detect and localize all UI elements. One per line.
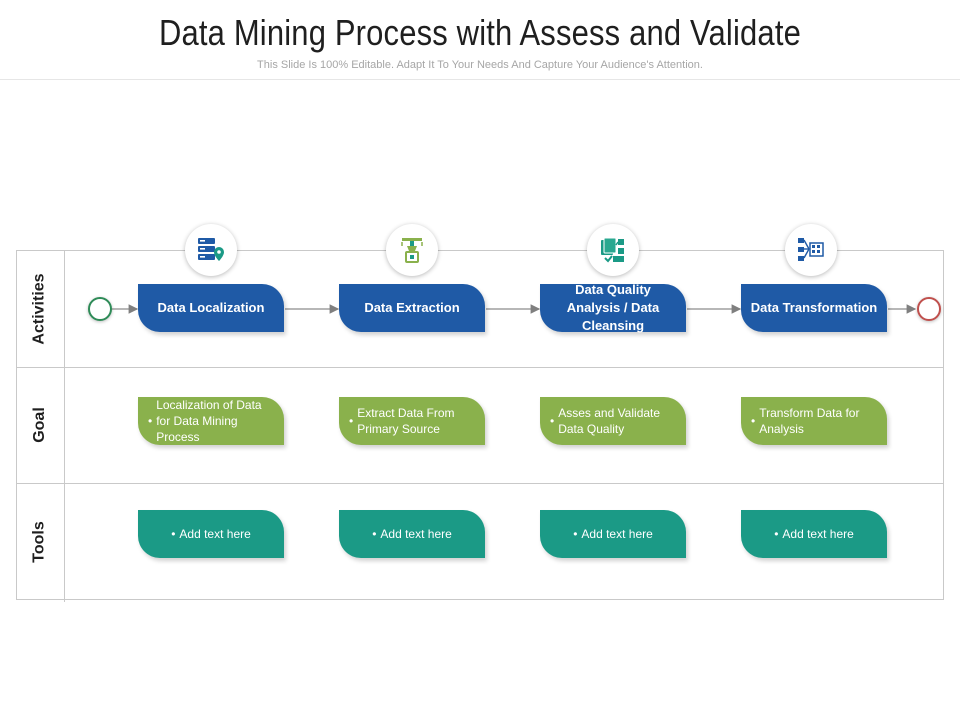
label-column-divider <box>64 250 65 602</box>
goal-box: •Localization of Data for Data Mining Pr… <box>138 397 284 445</box>
tool-box: •Add text here <box>138 510 284 558</box>
tool-box: •Add text here <box>741 510 887 558</box>
quality-analysis-icon <box>587 224 639 276</box>
goal-box: •Transform Data for Analysis <box>741 397 887 445</box>
row-divider <box>16 367 944 368</box>
data-transformation-icon <box>785 224 837 276</box>
tool-box: •Add text here <box>540 510 686 558</box>
goal-box: •Asses and Validate Data Quality <box>540 397 686 445</box>
row-divider <box>16 483 944 484</box>
start-node <box>88 297 112 321</box>
goal-box: •Extract Data From Primary Source <box>339 397 485 445</box>
activity-box: Data Quality Analysis / Data Cleansing <box>540 282 686 333</box>
tool-box: •Add text here <box>339 510 485 558</box>
page-title: Data Mining Process with Assess and Vali… <box>158 12 801 53</box>
activity-box: Data Extraction <box>339 284 485 332</box>
activity-box: Data Transformation <box>741 284 887 332</box>
swimlane-grid <box>16 250 944 600</box>
page-subtitle: This Slide Is 100% Editable. Adapt It To… <box>257 59 703 71</box>
activity-box: Data Localization <box>138 284 284 332</box>
end-node <box>917 297 941 321</box>
extraction-machine-icon <box>386 224 438 276</box>
header-divider <box>0 79 960 80</box>
server-location-icon <box>185 224 237 276</box>
